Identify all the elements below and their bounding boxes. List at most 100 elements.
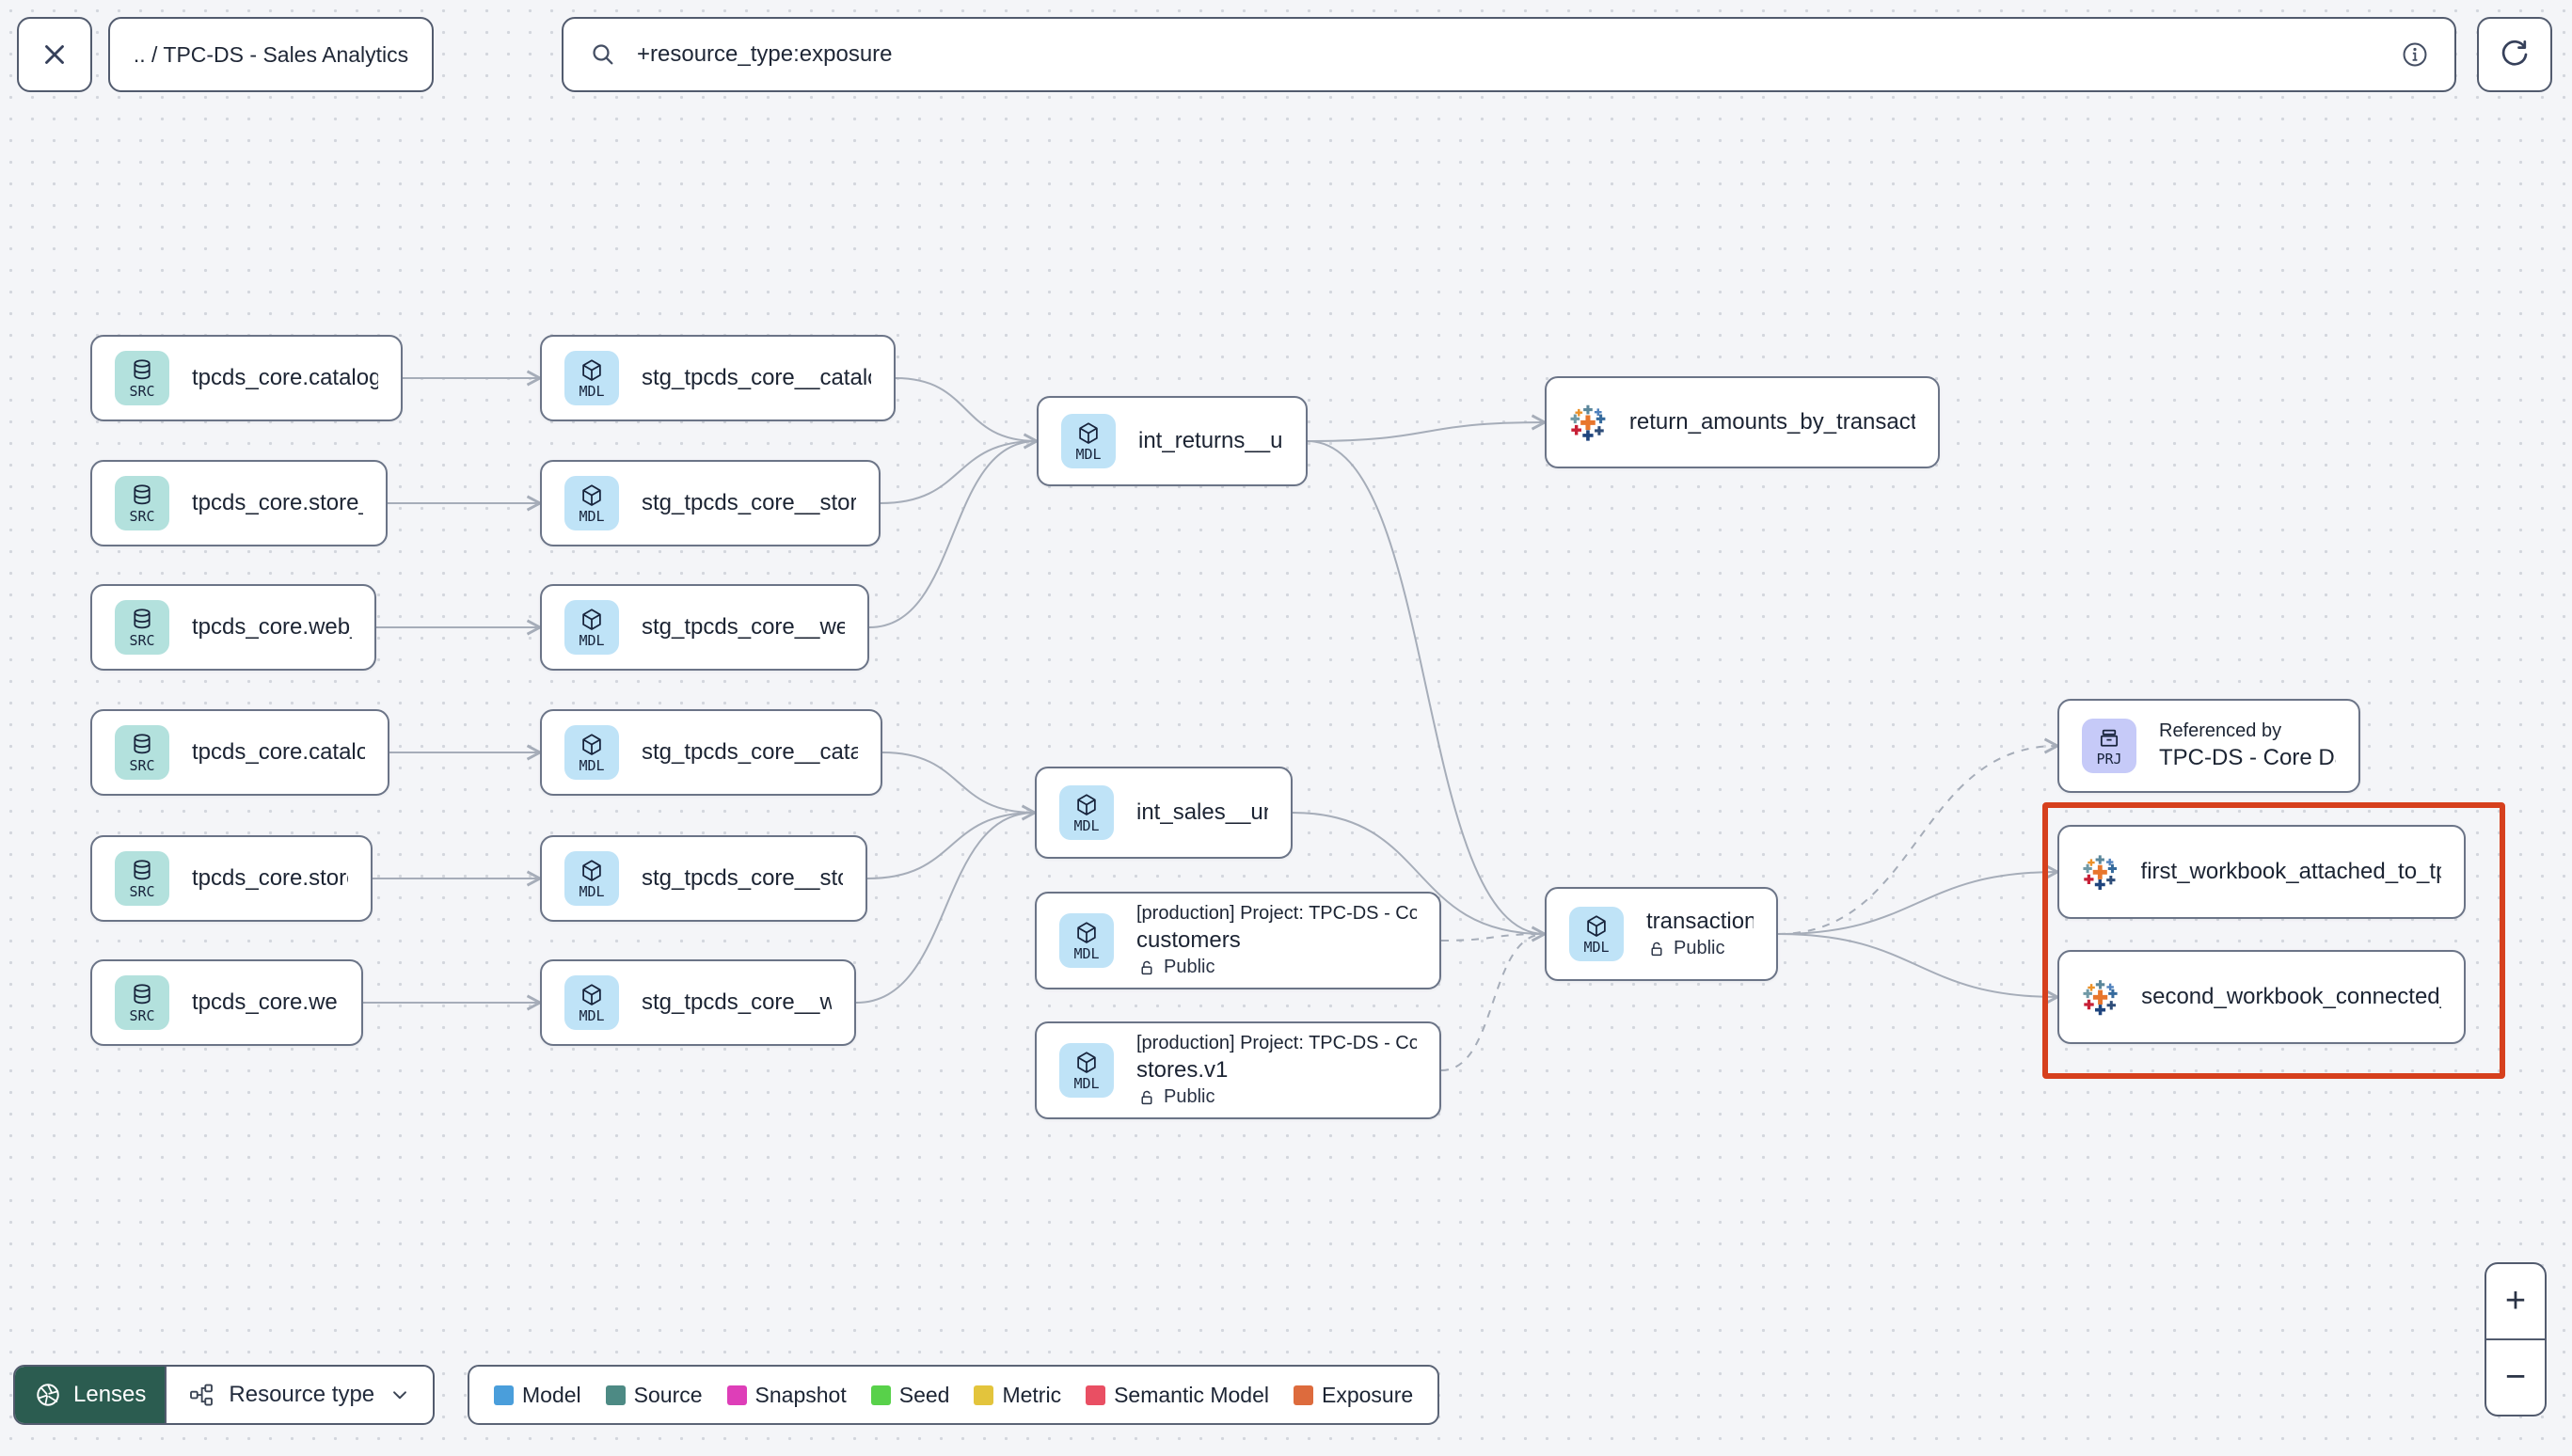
- graph-node-stg_web_sales[interactable]: MDL stg_tpcds_core__web_sales: [540, 959, 856, 1046]
- node-title: stg_tpcds_core__store_returns: [642, 490, 856, 515]
- zoom-in-button[interactable]: +: [2486, 1264, 2545, 1340]
- node-text: stg_tpcds_core__catalog_sales: [642, 739, 858, 766]
- lenses-icon: [37, 1384, 59, 1406]
- graph-node-wb_second[interactable]: second_workbook_connected_to_live…: [2057, 950, 2466, 1044]
- graph-node-stg_store_sales[interactable]: MDL stg_tpcds_core__store_sales: [540, 835, 867, 922]
- node-type-icon: SRC: [115, 600, 169, 655]
- legend-label: Seed: [898, 1382, 950, 1407]
- cube-icon: [1077, 922, 1096, 943]
- node-access-label: Public: [1164, 1086, 1215, 1107]
- node-title: stores.v1: [1136, 1057, 1229, 1083]
- node-text: stg_tpcds_core__store_returns: [642, 490, 856, 516]
- node-type-icon: MDL: [1059, 913, 1114, 968]
- cube-icon: [1587, 915, 1606, 937]
- node-text: tpcds_core.web_sales: [192, 989, 339, 1016]
- node-title: stg_tpcds_core__web_returns: [642, 614, 845, 640]
- graph-node-stg_web_returns[interactable]: MDL stg_tpcds_core__web_returns: [540, 584, 869, 671]
- node-text: [production] Project: TPC-DS - Core Data…: [1136, 903, 1417, 978]
- resource-type-label: Resource type: [229, 1382, 375, 1407]
- cube-icon: [582, 734, 601, 755]
- cube-icon: [1079, 422, 1098, 444]
- database-icon: [134, 484, 151, 505]
- project-icon: [2100, 729, 2119, 747]
- search-icon: [593, 44, 613, 65]
- zoom-out-button[interactable]: −: [2504, 1357, 2527, 1397]
- resource-type-dropdown[interactable]: Resource type: [165, 1367, 433, 1423]
- node-text: stg_tpcds_core__store_sales: [642, 865, 843, 892]
- close-button[interactable]: [17, 17, 92, 92]
- legend-swatch: [605, 1385, 626, 1405]
- node-title: customers: [1136, 927, 1241, 953]
- node-type-badge: MDL: [579, 757, 605, 774]
- graph-node-exp_return_amounts[interactable]: return_amounts_by_transaction_type: [1545, 376, 1940, 468]
- database-icon: [134, 609, 151, 629]
- node-type-icon: MDL: [1569, 907, 1624, 961]
- node-type-badge: MDL: [1073, 817, 1100, 834]
- node-type-badge: MDL: [579, 1007, 605, 1024]
- zoom-controls: + −: [2485, 1262, 2547, 1416]
- graph-node-customers[interactable]: MDL [production] Project: TPC-DS - Core D…: [1035, 892, 1441, 989]
- node-type-badge: MDL: [1073, 945, 1100, 962]
- resource-type-icon: [190, 1384, 214, 1406]
- node-text: first_workbook_attached_to_tpc-ds_-_…: [2141, 859, 2441, 885]
- node-type-badge: SRC: [129, 1007, 155, 1024]
- node-title: stg_tpcds_core__web_sales: [642, 989, 832, 1015]
- node-type-icon: MDL: [564, 725, 619, 780]
- lenses-control-group: Lenses Resource type: [13, 1365, 436, 1425]
- node-title: tpcds_core.catalog_sales: [192, 739, 365, 765]
- graph-node-wb_first[interactable]: first_workbook_attached_to_tpc-ds_-_…: [2057, 825, 2466, 919]
- graph-node-int_sales[interactable]: MDL int_sales__unioned: [1035, 767, 1293, 859]
- info-icon[interactable]: [2400, 40, 2430, 70]
- breadcrumb[interactable]: .. / TPC-DS - Sales Analytics: [108, 17, 434, 92]
- legend-swatch: [1086, 1385, 1106, 1405]
- node-type-icon: MDL: [564, 351, 619, 405]
- node-text: int_sales__unioned: [1136, 799, 1268, 826]
- lenses-label: Lenses: [73, 1382, 147, 1407]
- node-text: stg_tpcds_core__catalog_returns: [642, 365, 871, 391]
- cube-icon: [1077, 1052, 1096, 1073]
- node-type-badge: MDL: [1075, 446, 1102, 463]
- node-subtitle: [production] Project: TPC-DS - Core Data…: [1136, 903, 1417, 924]
- cube-icon: [1077, 794, 1096, 815]
- legend-label: Exposure: [1322, 1382, 1414, 1407]
- node-text: second_workbook_connected_to_live…: [2141, 984, 2441, 1010]
- node-access: Public: [1136, 957, 1417, 978]
- refresh-button[interactable]: [2477, 17, 2552, 92]
- node-title: int_returns__unioned: [1138, 428, 1283, 453]
- graph-node-int_returns[interactable]: MDL int_returns__unioned: [1037, 396, 1308, 486]
- legend-label: Metric: [1002, 1382, 1062, 1407]
- graph-node-stores_v1[interactable]: MDL[production] Project: TPC-DS - Core D…: [1035, 1021, 1441, 1119]
- legend-swatch: [494, 1385, 514, 1405]
- legend-item-semantic-model: Semantic Model: [1086, 1383, 1269, 1408]
- graph-node-stg_catalog_sales[interactable]: MDL stg_tpcds_core__catalog_sales: [540, 709, 882, 796]
- node-type-icon: MDL: [564, 600, 619, 655]
- node-title: stg_tpcds_core__catalog_returns: [642, 365, 871, 390]
- lenses-button[interactable]: Lenses: [15, 1367, 166, 1423]
- search-input[interactable]: [635, 40, 2383, 69]
- node-type-icon: MDL: [564, 975, 619, 1030]
- graph-node-src_web_sales[interactable]: SRC tpcds_core.web_sales: [90, 959, 363, 1046]
- breadcrumb-label: .. / TPC-DS - Sales Analytics: [133, 41, 409, 67]
- tableau-icon: [2083, 855, 2118, 890]
- graph-node-stg_catalog_returns[interactable]: MDL stg_tpcds_core__catalog_returns: [540, 335, 896, 421]
- legend-item-source: Source: [605, 1383, 703, 1408]
- close-icon: [45, 45, 64, 64]
- node-text: stg_tpcds_core__web_sales: [642, 989, 832, 1016]
- node-title: int_sales__unioned: [1136, 799, 1268, 825]
- node-title: transactions: [1646, 909, 1754, 934]
- node-text: stg_tpcds_core__web_returns: [642, 614, 845, 641]
- node-type-badge: SRC: [129, 508, 155, 525]
- lock-open-icon: [1141, 1090, 1152, 1104]
- node-type-icon: MDL: [564, 851, 619, 906]
- graph-node-transactions[interactable]: MDLtransactionsPublic: [1545, 887, 1778, 981]
- node-title: tpcds_core.catalog_returns: [192, 365, 378, 390]
